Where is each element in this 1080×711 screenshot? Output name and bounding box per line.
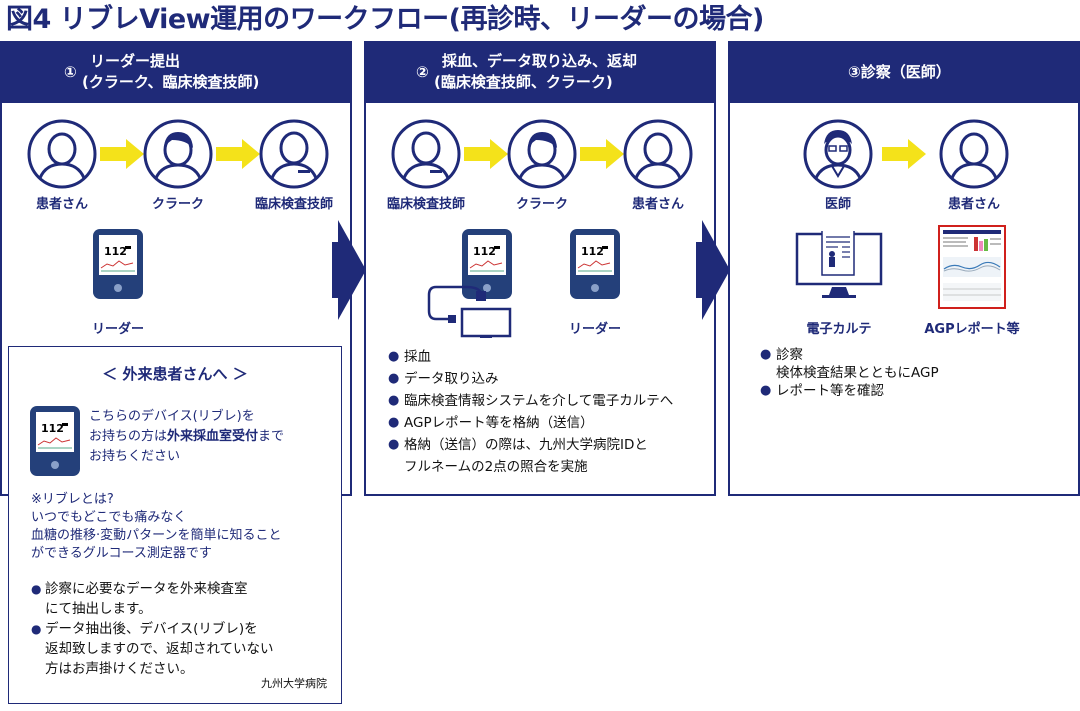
step2-number: ② [416,63,429,81]
notice-footer: 九州大学病院 [261,677,327,690]
person-label-patient: 患者さん [947,197,1000,212]
item-label-electronic-chart: 電子カルテ [806,322,872,337]
list-item: ●AGPレポート等を格納（送信） [388,415,594,431]
patient-icon [623,119,693,189]
list-item: ●診察 [760,347,803,363]
person-label-lab-technician: 臨床検査技師 [254,197,333,212]
libre-reader-device [569,228,621,300]
list-item: ●レポート等を確認 [760,383,884,399]
list-item-continuation: 検体検査結果とともにAGP [776,365,939,381]
flow-arrow-icon [332,220,366,320]
step2-bullet-list: ●採血 ●データ取り込み ●臨床検査情報システムを介して電子カルテへ ●AGPレ… [388,346,673,478]
person-label-doctor: 医師 [824,197,851,212]
list-item-continuation: フルネームの2点の照合を実施 [404,459,588,475]
notice-libre-explanation: ※リブレとは? いつでもどこでも痛みなく 血糖の推移·変動パターンを簡単に知るこ… [31,492,282,561]
item-label-agp-report: AGPレポート等 [924,322,1020,337]
electronic-chart-monitor-icon [795,231,883,298]
yellow-arrow-icon [216,139,260,169]
page-title: 図4 リブレView運用のワークフロー(再診時、リーダーの場合) [6,4,764,35]
lab-technician-icon [391,119,461,189]
list-item-continuation: 返却致しますので、返却されていない [45,641,274,657]
doctor-icon [803,119,873,189]
notice-message: こちらのデバイス(リブレ)を お持ちの方は外来採血室受付まで お持ちください [89,409,285,464]
step3-title: ③診察（医師） [848,63,951,81]
yellow-arrow-icon [100,139,144,169]
person-label-clerk: クラーク [151,197,204,212]
patient-icon [939,119,1009,189]
step1-subtitle: (クラーク、臨床検査技師) [82,73,260,91]
libre-reader-device [29,405,81,477]
step1-title: リーダー提出 [90,52,181,70]
step2-subtitle: (臨床検査技師、クラーク) [434,73,613,91]
yellow-arrow-icon [464,139,508,169]
person-label-patient: 患者さん [35,197,88,212]
notice-bullet-list: ●診察に必要なデータを外来検査室 にて抽出します。 ●データ抽出後、デバイス(リ… [31,579,274,679]
list-item: ●臨床検査情報システムを介して電子カルテへ [388,393,674,409]
step2-panel: ② 採血、データ取り込み、返却 (臨床検査技師、クラーク) 臨床検査技師 クラー… [364,41,716,496]
step3-bullet-list: ●診察 検体検査結果とともにAGP ●レポート等を確認 [760,346,939,400]
outpatient-notice-card: ＜ 外来患者さんへ ＞ こちらのデバイス(リブレ)を お持ちの方は外来採血室受付… [8,346,342,704]
step2-title: 採血、データ取り込み、返却 [442,52,638,70]
patient-icon [27,119,97,189]
usb-cable-pc-icon [427,285,512,338]
step1-header: ① リーダー提出 (クラーク、臨床検査技師) [2,43,350,103]
person-label-clerk: クラーク [515,197,568,212]
yellow-arrow-icon [882,139,926,169]
list-item: ●データ抽出後、デバイス(リブレ)を [31,621,258,637]
step3-panel: ③診察（医師） 医師 患者さん 電子カルテ AGPレポー [728,41,1080,496]
list-item-continuation: 方はお声掛けください。 [45,661,194,677]
yellow-arrow-icon [580,139,624,169]
lab-technician-icon [259,119,329,189]
person-label-patient: 患者さん [631,197,684,212]
list-item: ●採血 [388,349,431,365]
step3-header: ③診察（医師） [730,43,1078,103]
flow-arrow-icon [696,220,730,320]
clerk-icon [507,119,577,189]
list-item: ●診察に必要なデータを外来検査室 [31,581,248,597]
list-item: ●格納（送信）の際は、九州大学病院IDと [388,437,648,453]
notice-title: ＜ 外来患者さんへ ＞ [102,365,248,383]
clerk-icon [143,119,213,189]
list-item: ●データ取り込み [388,371,499,387]
agp-report-thumbnail [938,225,1006,309]
person-label-lab-technician: 臨床検査技師 [386,197,465,212]
step1-number: ① [64,63,77,81]
libre-reader-device [92,228,144,300]
device-label: リーダー [91,322,144,337]
device-label: リーダー [568,322,621,337]
list-item-continuation: にて抽出します。 [45,601,152,617]
step2-header: ② 採血、データ取り込み、返却 (臨床検査技師、クラーク) [366,43,714,103]
